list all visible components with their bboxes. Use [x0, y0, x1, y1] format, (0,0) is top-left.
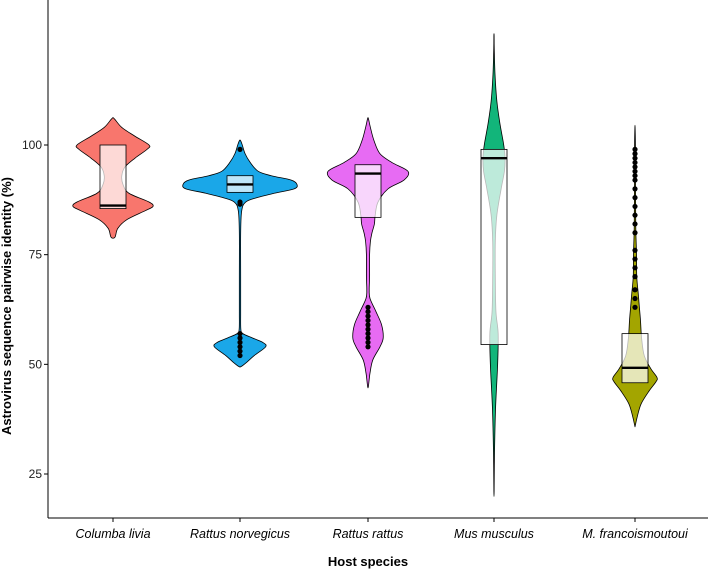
y-tick-label-50: 50	[29, 357, 43, 371]
outlier-5-10	[632, 212, 638, 218]
outlier-2-8	[237, 199, 243, 205]
outlier-3-5	[365, 326, 371, 332]
x-ticks: Columba livia Rattus norvegicus Rattus rat…	[75, 518, 689, 541]
outlier-3-1	[365, 344, 371, 350]
violin-2	[182, 139, 298, 368]
outlier-2-9	[237, 146, 243, 152]
outlier-5-3	[632, 287, 638, 293]
outlier-2-2	[237, 348, 243, 354]
y-tick-label-100: 100	[22, 138, 42, 152]
outlier-3-6	[365, 322, 371, 328]
x-axis-title: Host species	[328, 554, 408, 569]
outlier-3-8	[365, 313, 371, 319]
violin-layer	[72, 33, 658, 497]
outlier-5-7	[632, 247, 638, 253]
outlier-5-14	[632, 177, 638, 183]
x-tick-label-4: Mus musculus	[454, 527, 534, 541]
violin-group-4	[480, 33, 508, 497]
box-1	[99, 144, 127, 210]
outlier-2-1	[237, 352, 243, 359]
outlier-2-4	[237, 339, 243, 345]
outlier-3-2	[365, 339, 371, 345]
outlier-5-5	[632, 265, 638, 271]
box-5	[621, 333, 649, 384]
outlier-2-5	[237, 335, 243, 341]
y-axis-title: Astrovirus sequence pairwise identity (%…	[0, 177, 14, 435]
outlier-5-4	[632, 274, 638, 280]
outlier-5-17	[632, 164, 638, 170]
y-tick-label-75: 75	[29, 248, 43, 262]
outlier-5-18	[632, 159, 638, 166]
outlier-3-10	[365, 304, 371, 310]
outlier-5-15	[632, 173, 638, 179]
outlier-5-1	[632, 304, 638, 310]
y-tick-label-25: 25	[29, 467, 43, 481]
box-4	[480, 148, 508, 345]
x-tick-label-3: Rattus rattus	[333, 527, 404, 541]
outlier-3-3	[365, 335, 371, 341]
outlier-5-21	[632, 146, 638, 152]
violin-group-2	[182, 139, 298, 368]
outlier-5-6	[632, 256, 638, 262]
axes-layer	[47, 0, 708, 519]
violin-3	[326, 117, 410, 389]
y-ticks: 25 50 75 100	[22, 138, 48, 481]
outlier-5-11	[632, 203, 638, 210]
outlier-3-7	[365, 317, 371, 324]
violin-group-1	[72, 117, 154, 239]
outlier-2-3	[237, 344, 243, 350]
outlier-5-20	[632, 151, 638, 157]
outlier-5-8	[632, 230, 638, 236]
violin-group-5	[612, 124, 658, 428]
outlier-5-9	[632, 221, 638, 227]
x-tick-label-2: Rattus norvegicus	[190, 527, 290, 541]
x-tick-label-1: Columba livia	[75, 527, 150, 541]
outlier-3-4	[365, 331, 371, 337]
outlier-5-16	[632, 168, 638, 174]
violin-group-3	[326, 117, 410, 389]
outlier-5-12	[632, 195, 638, 201]
outlier-5-13	[632, 186, 638, 192]
outlier-5-19	[632, 155, 638, 161]
x-tick-label-5: M. francoismoutoui	[582, 527, 689, 541]
outlier-5-2	[632, 295, 638, 302]
outlier-2-6	[237, 331, 243, 337]
outlier-3-9	[365, 309, 371, 315]
